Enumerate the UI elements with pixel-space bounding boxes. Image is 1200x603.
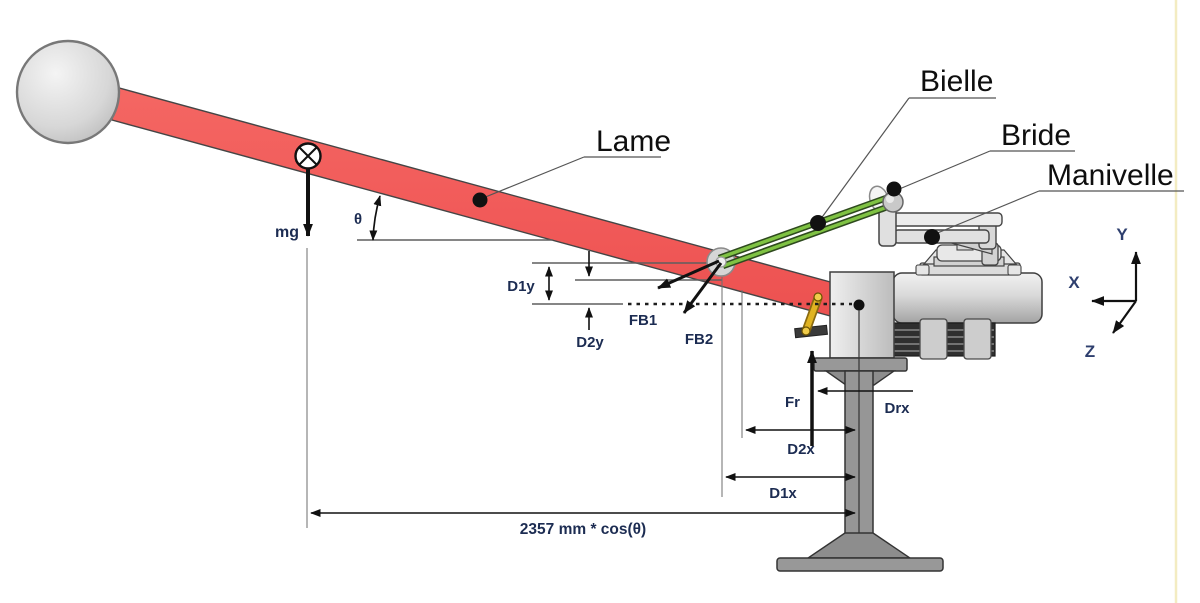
bielle-label: Bielle [920, 65, 993, 98]
bride-callout: Bride [886, 119, 1075, 197]
z-axis-label: Z [1085, 342, 1095, 361]
axis-dashed-group [628, 299, 865, 533]
rod2 [722, 203, 894, 268]
bielle-leader-dot [810, 215, 826, 231]
pedestal-group [776, 357, 944, 572]
manivelle-leader [934, 190, 1040, 235]
d2x-label: D2x [787, 441, 815, 458]
d1x-label: D1x [769, 485, 797, 502]
yellow-link-bottom-pin [801, 326, 811, 336]
y-axis-label: Y [1116, 225, 1128, 244]
com-cross-2 [298, 146, 318, 166]
fb1-label: FB1 [629, 312, 657, 329]
y-dimension-reference-lines [532, 262, 722, 305]
gearbox-block [829, 271, 895, 359]
fb2-label: FB2 [685, 331, 713, 348]
mount-foot-left [915, 264, 930, 276]
lame-label: Lame [596, 125, 671, 158]
dimension-lines: D1y D2y Drx D2x D1x 2357 mm * cos(θ) [310, 251, 913, 538]
pedestal-lower-taper [805, 532, 913, 559]
mount-foot-right [1007, 264, 1022, 276]
gearbox-group [794, 271, 895, 359]
weight-force-group: mg [275, 142, 322, 528]
fb1-force-arrow [657, 259, 720, 290]
crank-group [878, 200, 1003, 266]
pedestal-base-plate [776, 557, 944, 572]
clamp-joint-highlight [886, 195, 894, 203]
bielle-leader [819, 97, 910, 221]
heatsink-clamp-right [963, 318, 992, 360]
pedestal-flange [813, 357, 908, 372]
blade-group [15, 39, 846, 321]
x-axis-label: X [1068, 273, 1080, 292]
angle-theta-group: θ [354, 195, 553, 241]
blade-end-sphere [15, 39, 121, 145]
motor-assembly [868, 185, 1043, 360]
rod1 [718, 195, 890, 260]
motor-cylinder [892, 272, 1043, 324]
z-axis-arrow [1112, 300, 1137, 334]
bride-label: Bride [1001, 119, 1071, 152]
coordinate-axes: Y X Z [1068, 225, 1141, 361]
bride-leader-dot [886, 181, 902, 197]
manivelle-leader-dot [924, 229, 940, 245]
bielle-callout: Bielle [810, 65, 996, 231]
span-label: 2357 mm * cos(θ) [520, 521, 646, 538]
mg-label: mg [275, 224, 299, 241]
fb2-force-arrow [682, 262, 723, 314]
bride-leader [896, 150, 991, 191]
reaction-point-dot [853, 299, 865, 311]
theta-label: θ [354, 211, 362, 228]
part-labels: Lame Bielle Bride Manivelle [472, 65, 1184, 245]
drx-label: Drx [884, 400, 910, 417]
lame-leader-dot [472, 192, 488, 208]
crank-bar-top [887, 212, 1003, 227]
connecting-rods [706, 191, 904, 277]
heatsink-clamp-left [919, 318, 948, 360]
lame-callout: Lame [472, 125, 671, 208]
manivelle-callout: Manivelle [924, 159, 1184, 245]
d1y-label: D1y [507, 278, 535, 295]
theta-arc [369, 195, 382, 241]
manivelle-label: Manivelle [1047, 159, 1174, 192]
lame-leader [482, 156, 585, 199]
fr-label: Fr [785, 394, 800, 411]
d2y-label: D2y [576, 334, 604, 351]
yellow-link-top-pin [813, 292, 823, 302]
